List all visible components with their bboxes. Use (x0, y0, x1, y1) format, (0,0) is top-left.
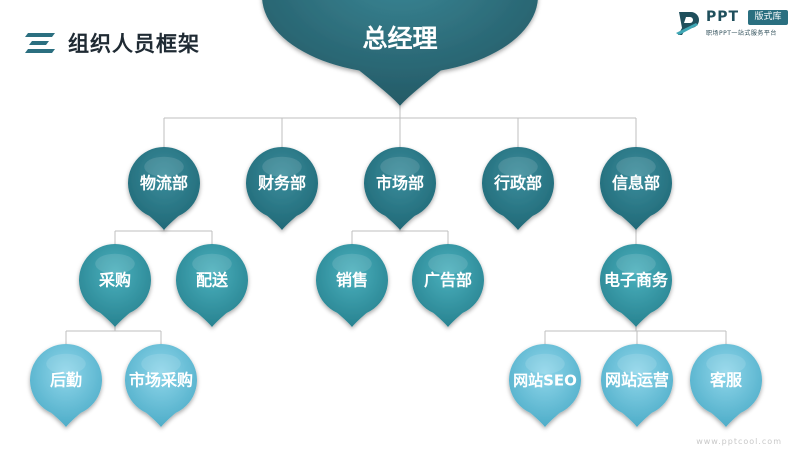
org-node-web-seo: 网站SEO (509, 344, 581, 427)
org-node-label: 广告部 (424, 271, 472, 290)
org-node-label: 网站运营 (605, 371, 669, 390)
org-node-shape (412, 244, 484, 327)
brand-logo: PPT 版式库 职场PPT一站式服务平台 (676, 9, 790, 38)
org-node-shape (79, 244, 152, 327)
org-node-label: 客服 (710, 371, 743, 390)
org-node-highlight (616, 156, 656, 177)
org-node-shape (600, 147, 672, 230)
org-node-finance: 财务部 (245, 147, 319, 230)
org-node-logistics-support: 后勤 (30, 344, 103, 427)
org-node-shape (601, 344, 674, 427)
org-node-ceo: 总经理 (262, 0, 538, 106)
org-node-highlight (144, 156, 184, 177)
org-node-highlight (525, 353, 565, 374)
watermark: www.pptcool.com (696, 437, 782, 446)
org-node-label: 市场部 (376, 174, 424, 193)
org-node-label: 采购 (98, 271, 131, 290)
org-node-shape (482, 147, 554, 230)
org-node-highlight (141, 353, 181, 374)
org-node-market-purchasing: 市场采购 (124, 344, 197, 427)
org-node-highlight (616, 253, 656, 274)
org-node-highlight (332, 253, 372, 274)
org-node-shape (30, 344, 103, 427)
logo-p-icon (676, 12, 699, 35)
org-node-advertising: 广告部 (412, 244, 484, 327)
org-node-marketing: 市场部 (364, 147, 437, 230)
org-node-administration: 行政部 (482, 147, 554, 230)
org-node-shape (128, 147, 200, 230)
logo-brand: PPT (706, 9, 740, 25)
org-node-label: 总经理 (362, 24, 437, 53)
org-node-highlight (192, 253, 232, 274)
org-node-web-operations: 网站运营 (601, 344, 674, 427)
page-title: 组织人员框架 (68, 32, 200, 56)
org-node-highlight (617, 353, 657, 374)
org-node-shape (124, 344, 197, 427)
org-node-highlight (262, 156, 302, 177)
org-node-information: 信息部 (600, 147, 672, 230)
org-node-shape (600, 244, 672, 327)
stripes-icon (25, 33, 55, 53)
org-node-label: 行政部 (493, 174, 542, 193)
org-node-label: 市场采购 (129, 371, 193, 390)
logo-slogan: 职场PPT一站式服务平台 (706, 30, 777, 37)
org-node-highlight (46, 353, 86, 374)
org-node-shape (509, 344, 581, 427)
org-node-logistics: 物流部 (128, 147, 200, 230)
org-node-highlight (95, 253, 135, 274)
org-node-shape (690, 344, 762, 427)
org-node-label: 销售 (336, 271, 368, 290)
org-node-label: 网站SEO (513, 372, 577, 390)
org-node-highlight (380, 156, 420, 177)
org-node-label: 配送 (196, 271, 229, 290)
org-node-delivery: 配送 (175, 244, 249, 327)
org-node-shape (175, 244, 249, 327)
org-node-label: 电子商务 (604, 271, 669, 290)
title-group: 组织人员框架 (24, 26, 200, 60)
org-node-customer-service: 客服 (690, 344, 762, 427)
logo-badge: 版式库 (748, 10, 788, 25)
org-node-shape (316, 244, 388, 327)
org-node-ecommerce: 电子商务 (600, 244, 672, 327)
org-node-label: 信息部 (612, 174, 660, 193)
org-node-shape (245, 147, 319, 230)
org-node-shape (364, 147, 437, 230)
org-node-sales: 销售 (316, 244, 388, 327)
org-node-label: 后勤 (50, 371, 82, 390)
org-node-highlight (706, 353, 746, 374)
org-node-purchasing: 采购 (79, 244, 152, 327)
org-node-highlight (428, 253, 468, 274)
org-node-highlight (498, 156, 538, 177)
org-node-shape (262, 0, 538, 106)
org-node-label: 物流部 (140, 174, 188, 193)
org-node-label: 财务部 (257, 174, 306, 193)
